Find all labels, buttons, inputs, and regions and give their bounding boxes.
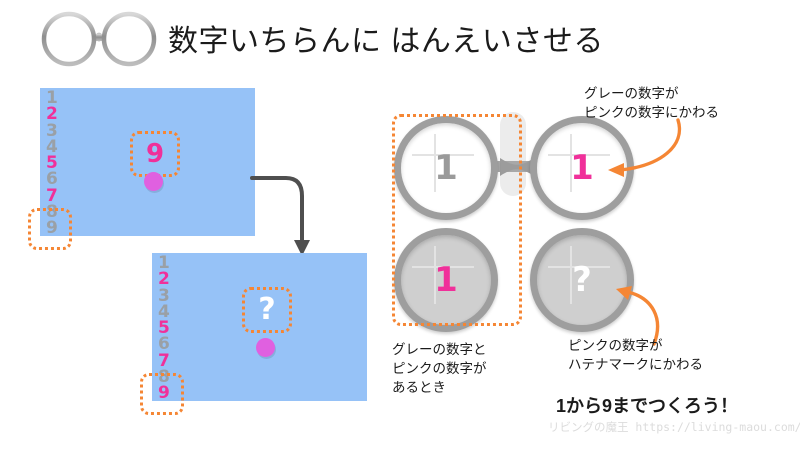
number-list-before: 1 2 3 4 5 6 7 8 9	[46, 88, 58, 239]
cell-glyph: ?	[572, 260, 592, 300]
number-list-after: 1 2 3 4 5 6 7 8 9	[158, 253, 170, 404]
list-item: 9	[46, 218, 58, 239]
selection-box-center-after	[242, 287, 292, 333]
list-item: 1	[46, 88, 58, 108]
selection-box-pair	[392, 114, 522, 326]
list-item: 2	[46, 104, 58, 125]
crosshair-horizontal	[412, 266, 474, 268]
list-item: 6	[158, 334, 170, 355]
cta-text: 1から9までつくろう！	[556, 396, 739, 416]
crosshair-vertical	[434, 246, 436, 304]
marker-dot-after	[256, 338, 275, 357]
panel-after: 1 2 3 4 5 6 7 8 9	[152, 253, 367, 404]
annotation-condition: グレーの数字と ピンクの数字が あるとき	[392, 342, 487, 395]
list-item: 5	[158, 318, 170, 339]
cell-face	[394, 116, 498, 220]
crosshair-vertical	[570, 134, 572, 192]
panel-before: 1 2 3 4 5 6 7 8 9	[40, 88, 255, 239]
list-item: 3	[158, 285, 170, 306]
crosshair-horizontal	[412, 154, 474, 156]
callout-arrow-bottom	[616, 286, 660, 346]
list-item: 7	[158, 350, 170, 371]
list-item: 7	[46, 185, 58, 206]
list-item: 5	[46, 153, 58, 174]
cell-glyph: 1	[434, 260, 458, 300]
list-item: 8	[158, 367, 170, 388]
cell-bottom-left: 1	[394, 228, 498, 332]
cell-face	[530, 228, 634, 332]
list-item: 2	[158, 269, 170, 290]
list-item: 8	[46, 202, 58, 223]
list-item: 3	[46, 120, 58, 141]
center-glyph-before: 9	[145, 139, 165, 169]
cell-glyph: 1	[570, 148, 594, 188]
annotation-pink-to-question: ピンクの数字が ハテナマークにかわる	[568, 338, 703, 372]
watermark: リビングの魔王 https://living-maou.com/	[548, 420, 800, 434]
list-item: 9	[158, 383, 170, 404]
center-glyph-after: ?	[258, 292, 276, 327]
bridge-icon	[494, 158, 540, 176]
marker-dot-before	[144, 172, 163, 191]
page-title: 数字いちらんに はんえいさせる	[168, 25, 604, 58]
cell-face	[394, 228, 498, 332]
list-item: 4	[158, 301, 170, 322]
flow-arrow	[250, 176, 310, 256]
crosshair-vertical	[570, 246, 572, 304]
callout-arrow-top	[608, 118, 682, 177]
cell-bottom-right: ?	[530, 228, 634, 332]
list-item: 1	[158, 253, 170, 273]
selection-box-numbers-before	[28, 208, 72, 250]
list-item: 6	[46, 169, 58, 190]
list-item: 4	[46, 136, 58, 157]
crosshair-vertical	[434, 134, 436, 192]
cell-top-left: 1	[394, 116, 498, 220]
annotation-gray-to-pink: グレーの数字が ピンクの数字にかわる	[584, 86, 719, 120]
glasses-icon	[41, 11, 157, 67]
crosshair-horizontal	[548, 266, 610, 268]
crosshair-horizontal	[548, 154, 610, 156]
cell-glyph: 1	[434, 148, 458, 188]
selection-box-numbers-after	[140, 373, 184, 415]
